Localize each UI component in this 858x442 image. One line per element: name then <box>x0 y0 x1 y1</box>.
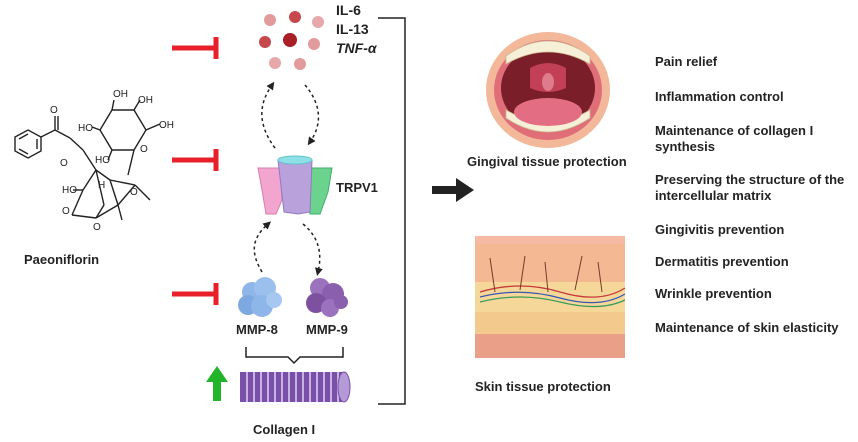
skin-caption: Skin tissue protection <box>475 379 611 394</box>
pathway-bracket <box>378 17 406 405</box>
trpv1-label: TRPV1 <box>336 180 378 195</box>
outcome-item: Gingivitis prevention <box>655 222 785 237</box>
svg-text:O: O <box>140 144 148 155</box>
svg-text:OH: OH <box>138 95 153 106</box>
outcome-item: Wrinkle prevention <box>655 286 772 301</box>
inhibit-trpv1-marker <box>172 149 219 171</box>
upregulate-collagen-arrow <box>206 366 228 401</box>
paeoniflorin-atom-labels: OH HO OH OH HO O O O HO H O O O <box>50 89 174 233</box>
mmp8-protein <box>238 277 282 317</box>
cytokine-label-il13: IL-13 <box>336 21 369 37</box>
svg-text:OH: OH <box>113 89 128 100</box>
mmp-bracket <box>245 347 344 365</box>
collagen-label: Collagen I <box>253 422 316 437</box>
inhibit-mmp-marker <box>172 283 219 305</box>
trpv1-channel <box>257 155 333 215</box>
compound-label: Paeoniflorin <box>24 252 100 267</box>
inhibit-cytokines-marker <box>172 37 219 59</box>
mmp8-label: MMP-8 <box>236 322 278 337</box>
outcome-item: Inflammation control <box>655 89 784 104</box>
svg-text:O: O <box>130 187 138 198</box>
mmp9-protein <box>306 278 348 317</box>
outcome-item: Dermatitis prevention <box>655 254 789 269</box>
collagen-fiber <box>240 371 351 403</box>
svg-text:O: O <box>60 158 68 169</box>
mmp9-label: MMP-9 <box>306 322 348 337</box>
svg-text:O: O <box>93 222 101 233</box>
trpv1-mmp-cycle <box>253 221 323 276</box>
svg-text:O: O <box>62 206 70 217</box>
outcome-arrow <box>432 178 474 202</box>
outcome-item: Maintenance of skin elasticity <box>655 320 839 335</box>
svg-text:HO: HO <box>95 155 110 166</box>
mouth-illustration <box>486 32 610 148</box>
skin-illustration <box>475 236 626 358</box>
cytokine-trpv1-cycle <box>261 81 320 149</box>
gingival-caption: Gingival tissue protection <box>467 154 627 169</box>
outcome-item: Maintenance of collagen I synthesis <box>655 123 814 154</box>
cytokine-label-tnfa: TNF-α <box>336 40 377 56</box>
cytokine-cluster <box>259 11 324 70</box>
svg-text:O: O <box>50 105 58 116</box>
outcome-item: Preserving the structure of the intercel… <box>655 172 845 203</box>
svg-text:HO: HO <box>78 123 93 134</box>
outcome-item: Pain relief <box>655 54 718 69</box>
svg-text:H: H <box>98 180 105 191</box>
paeoniflorin-structure <box>14 99 161 221</box>
svg-text:OH: OH <box>159 120 174 131</box>
cytokine-label-il6: IL-6 <box>336 2 361 18</box>
svg-text:HO: HO <box>62 185 77 196</box>
